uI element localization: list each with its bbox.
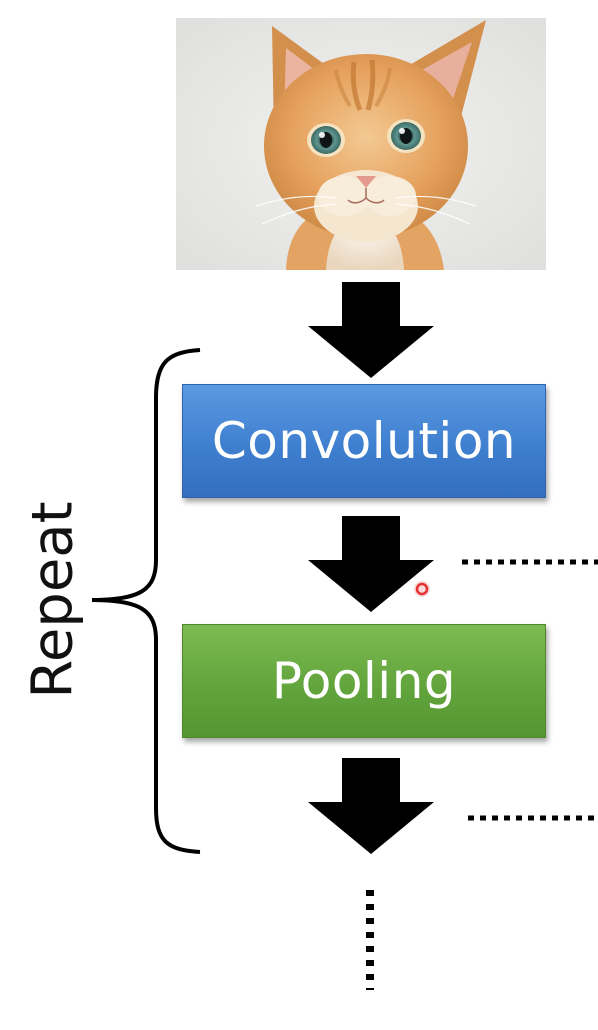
down-arrow-icon — [308, 516, 434, 612]
convolution-box: Convolution — [182, 384, 546, 498]
pooling-label: Pooling — [271, 652, 457, 710]
pooling-box: Pooling — [182, 624, 546, 738]
repeat-label: Repeat — [20, 501, 86, 699]
down-arrow-icon — [308, 758, 434, 854]
repeat-brace — [91, 348, 201, 854]
cat-image — [176, 18, 546, 270]
down-arrow-icon — [308, 282, 434, 378]
convolution-label: Convolution — [211, 412, 517, 470]
